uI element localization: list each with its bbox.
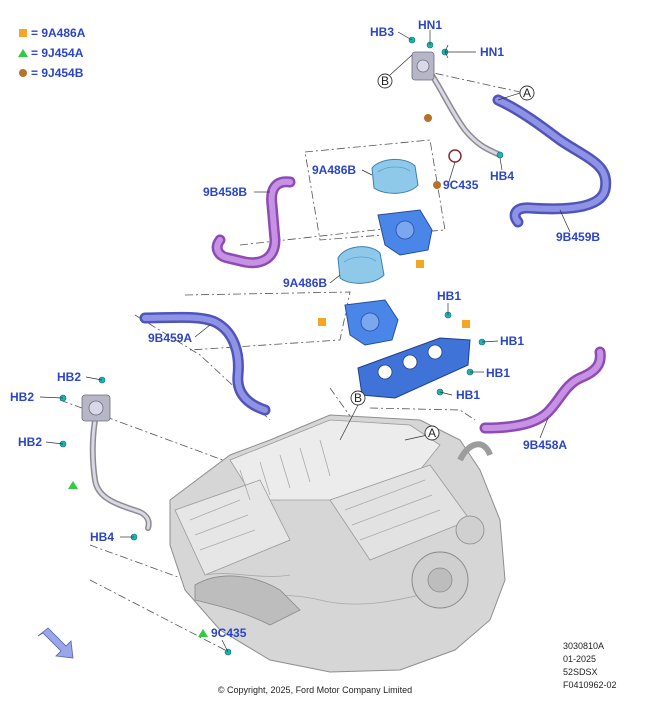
module-egr-cooler-mid [344,299,399,346]
callout-9a486b-mid: 9A486B [283,276,327,290]
reference-a-top: A [523,86,531,100]
callout-hb3: HB3 [370,25,394,39]
copyright-notice: © Copyright, 2025, Ford Motor Company Li… [217,685,413,695]
reference-markers: B A B A [350,73,535,441]
reference-b-mid-icon [350,390,366,406]
reference-figure-id: F0410962-02 [563,680,617,690]
legend-item-9j454b: = 9J454B [31,66,84,80]
reference-a-mid-icon [424,425,440,441]
callout-hb1-4: HB1 [456,388,480,402]
hoses [89,62,612,531]
markers [68,114,470,637]
leader-lines [39,30,571,653]
callout-hn1-top: HN1 [418,18,442,32]
callout-hb1-2: HB1 [500,334,524,348]
callout-labels: HB3 HN1 HN1 9A486B 9C435 HB4 9B458B 9B45… [10,18,600,640]
bracket-plate [357,337,471,399]
clip-icon [496,151,504,159]
callout-9c435-top: 9C435 [443,178,479,192]
marker-circle-icon [424,114,432,122]
marker-square-icon [462,320,470,328]
callout-9a486b-top: 9A486B [312,163,356,177]
reference-a-top-icon [519,85,535,101]
module-egr-cooler-top [377,209,433,256]
document-reference-block: 3030810A 01-2025 52SDSX F0410962-02 [563,640,617,692]
marker-circle-icon [433,181,441,189]
callout-9c435-bottom: 9C435 [211,626,247,640]
engine-exhaust-manifold [194,575,301,626]
engine-pulley-small [455,515,485,545]
marker-square-icon [416,260,424,268]
callout-hb4-bottom: HB4 [90,530,114,544]
legend-triangle-icon [18,49,28,57]
egr-valve-top [411,51,435,81]
egr-pipe-top [422,62,503,158]
callout-hb2-3: HB2 [18,435,42,449]
marker-square-icon [318,318,326,326]
cover-9a486b-mid [337,246,385,284]
legend-item-9a486a: = 9A486A [31,26,86,40]
reference-a-mid: A [428,426,436,440]
reference-b-mid: B [354,391,362,405]
reference-b-top-icon [377,73,393,89]
reference-code: 3030810A [563,641,605,651]
legend-item-9j454a: = 9J454A [31,46,84,60]
engine-pipe-right [457,441,493,462]
callout-hb2-1: HB2 [57,370,81,384]
callout-hb1-1: HB1 [437,289,461,303]
engine-assembly [169,414,506,673]
reference-model-code: 52SDSX [563,667,598,677]
callout-9b458b: 9B458B [203,185,247,199]
callout-hb1-3: HB1 [486,366,510,380]
callout-hb2-2: HB2 [10,390,34,404]
reference-date: 01-2025 [563,654,597,664]
cover-9a486b-top [371,159,419,194]
legend: = 9A486A = 9J454A = 9J454B [18,26,86,80]
gasket-9c435-top [448,149,462,163]
marker-triangle-icon [68,481,78,489]
egr-valve-left [81,394,111,422]
callout-9b459b: 9B459B [556,230,600,244]
legend-circle-icon [19,69,27,77]
callout-hb4-top: HB4 [490,169,514,183]
reference-b-top: B [381,74,389,88]
legend-square-icon [19,29,27,37]
callout-hn1-right: HN1 [480,45,504,59]
engine-cylinder-bank-left [174,479,291,576]
callout-9b459a: 9B459A [148,331,192,345]
marker-triangle-icon [198,629,208,637]
callout-9b458a: 9B458A [523,438,567,452]
front-direction-arrow-icon [37,627,74,659]
